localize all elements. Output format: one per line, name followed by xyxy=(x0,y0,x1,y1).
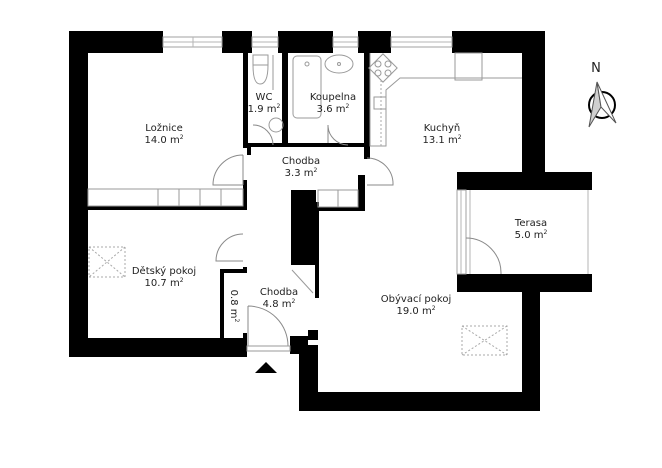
sink-icon xyxy=(268,117,284,133)
room-obyvaci-pokoj: Obývací pokoj 19.0 m2 xyxy=(381,294,451,318)
walls xyxy=(69,31,592,411)
room-area: 14.0 m2 xyxy=(144,134,184,147)
room-name: Chodba xyxy=(281,156,321,167)
room-terasa: Terasa 5.0 m2 xyxy=(515,218,548,242)
room-area: 3.6 m2 xyxy=(316,103,350,116)
kitchen-sink-icon xyxy=(373,96,387,110)
room-name: Obývací pokoj xyxy=(380,294,452,305)
compass-icon xyxy=(588,81,617,128)
room-area: 10.7 m2 xyxy=(144,277,184,290)
room-chodba-lower: Chodba 4.8 m2 xyxy=(260,287,298,311)
windows xyxy=(162,36,589,275)
stove-icon xyxy=(368,53,398,83)
skylight-icon xyxy=(461,325,508,356)
door-terasa xyxy=(465,237,502,275)
room-chodba-upper: Chodba 3.3 m2 xyxy=(282,156,320,180)
room-area: 1.9 m2 xyxy=(247,103,281,116)
room-loznice: Ložnice 14.0 m2 xyxy=(144,123,183,147)
room-name: Dětský pokoj xyxy=(131,266,197,277)
room-area: 13.1 m2 xyxy=(422,134,462,147)
room-area: 3.3 m2 xyxy=(284,167,318,180)
room-wc: WC 1.9 m2 xyxy=(248,92,281,116)
compass-label: N xyxy=(591,61,601,76)
door-entrance xyxy=(247,305,289,347)
room-name: Koupelna xyxy=(309,92,357,103)
fixtures xyxy=(87,52,522,356)
room-storage: 0.8 m2 xyxy=(228,289,240,323)
door-kuchyn xyxy=(366,157,394,186)
room-name: WC xyxy=(255,92,273,103)
fridge-icon xyxy=(454,52,483,81)
skylight-icon xyxy=(88,246,126,278)
toilet-tank xyxy=(252,54,269,66)
room-name: Chodba xyxy=(259,287,299,298)
bathtub-icon xyxy=(292,55,322,119)
room-detsky-pokoj: Dětský pokoj 10.7 m2 xyxy=(132,266,196,290)
entrance-arrow-icon xyxy=(255,362,277,373)
basin-icon xyxy=(324,54,354,74)
doors xyxy=(212,124,502,352)
room-koupelna: Koupelna 3.6 m2 xyxy=(310,92,356,116)
room-area: 19.0 m2 xyxy=(396,305,436,318)
door-koupelna xyxy=(327,124,349,146)
door-detsky-pokoj xyxy=(215,233,244,262)
room-kuchyn: Kuchyň 13.1 m2 xyxy=(422,123,461,147)
toilet-icon xyxy=(252,64,269,85)
room-name: Kuchyň xyxy=(423,123,461,134)
room-area: 4.8 m2 xyxy=(262,298,296,311)
door-wc xyxy=(252,124,274,146)
room-name: Ložnice xyxy=(145,123,183,134)
room-name: Terasa xyxy=(514,218,548,229)
room-area: 5.0 m2 xyxy=(514,229,548,242)
door-loznice xyxy=(212,154,244,186)
